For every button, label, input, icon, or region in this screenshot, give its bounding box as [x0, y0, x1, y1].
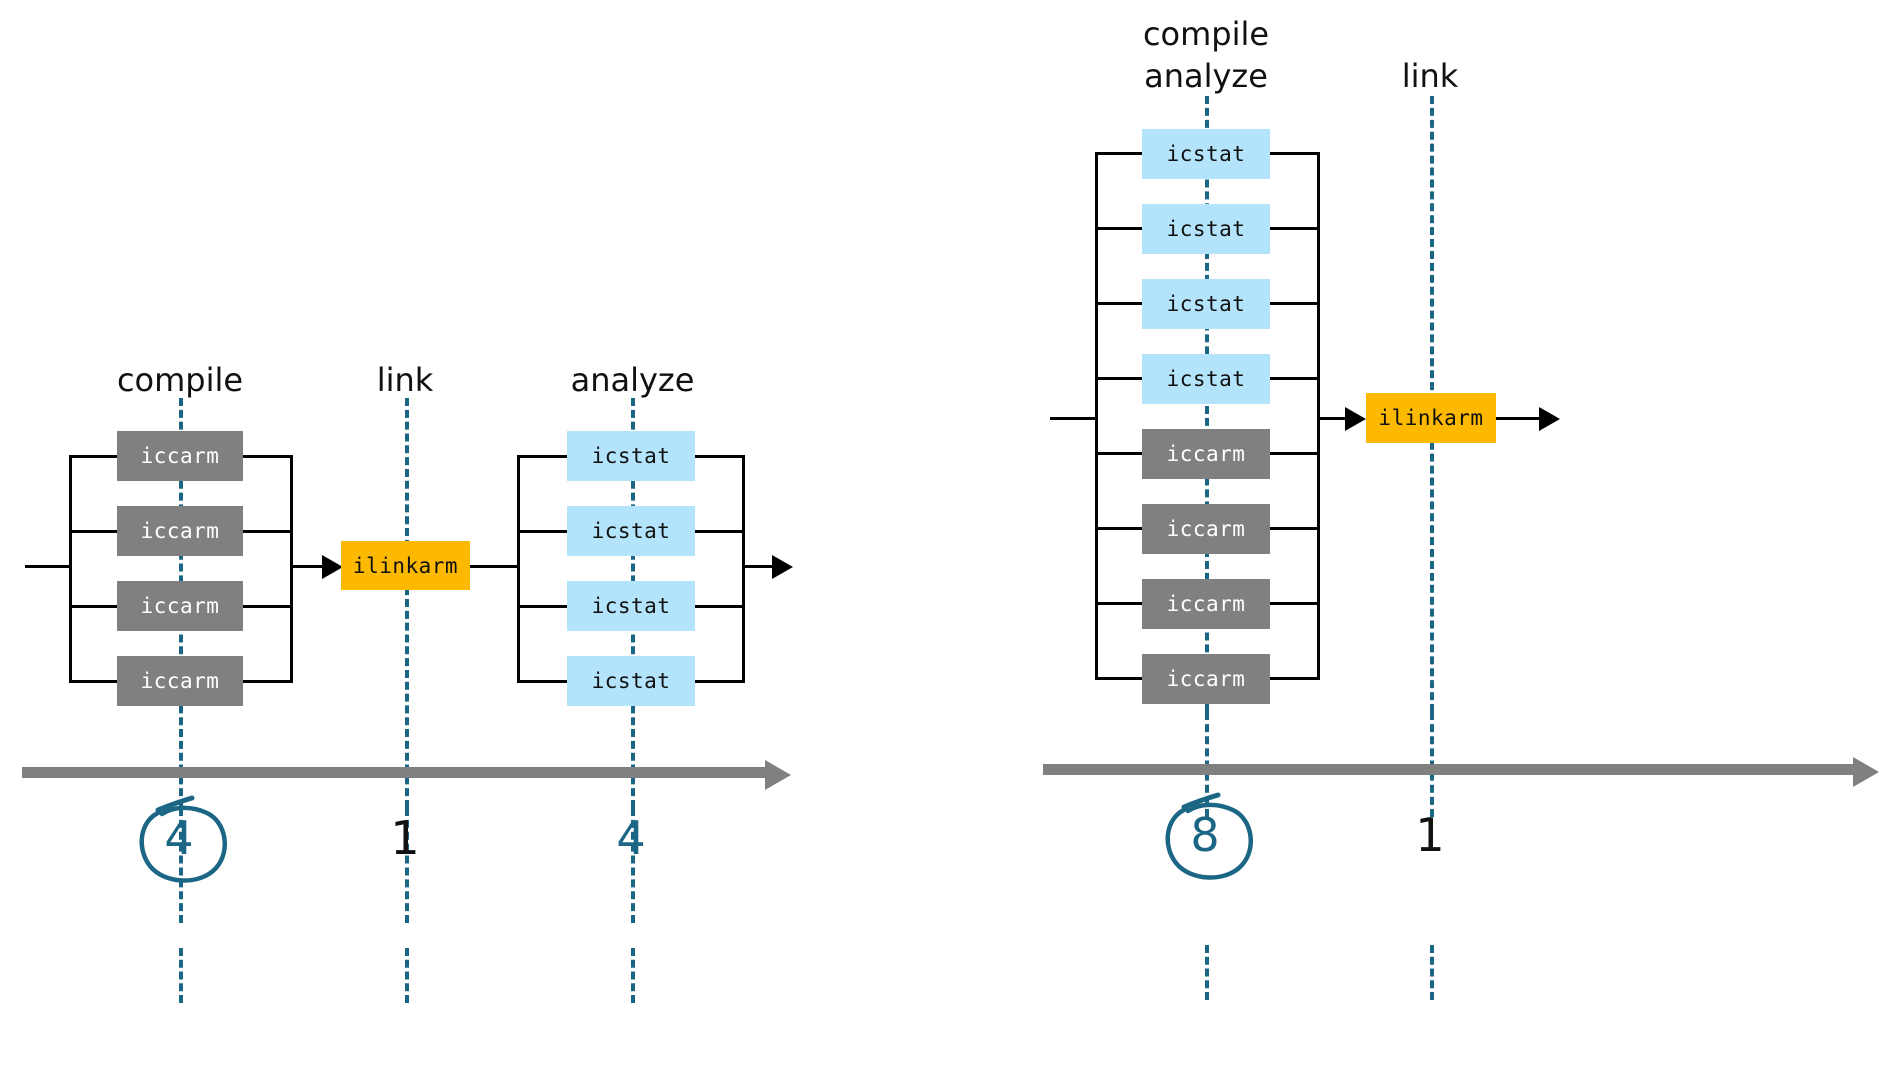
- left-analyze-branch-1: [517, 455, 590, 458]
- right-branch-8: [1095, 677, 1145, 680]
- left-output-arrow: [772, 555, 793, 579]
- left-compile-to-link-arrow: [322, 555, 343, 579]
- left-compile-to-link-line: [290, 565, 330, 568]
- right-phase-label-compile: compile: [1142, 15, 1270, 53]
- left-analyze-box-3[interactable]: icstat: [567, 581, 695, 631]
- right-join-8: [1269, 677, 1320, 680]
- right-join-4: [1269, 377, 1320, 380]
- right-join-7: [1269, 602, 1320, 605]
- left-compile-join-4: [219, 680, 293, 683]
- right-tick-link: 1: [1415, 808, 1445, 862]
- right-output-arrow: [1539, 407, 1560, 431]
- right-stage-box-7[interactable]: iccarm: [1142, 579, 1270, 629]
- left-phase-line-analyze-tail: [631, 948, 635, 1003]
- left-phase-line-analyze-lower: [631, 808, 635, 923]
- right-stage-box-5[interactable]: iccarm: [1142, 429, 1270, 479]
- left-compile-fanout-spine: [69, 455, 72, 682]
- right-stage-box-8[interactable]: iccarm: [1142, 654, 1270, 704]
- right-branch-1: [1095, 152, 1145, 155]
- left-analyze-branch-2: [517, 530, 590, 533]
- right-phase-label-link: link: [1401, 57, 1459, 95]
- left-phase-label-compile: compile: [116, 361, 244, 399]
- left-compile-branch-1: [69, 455, 141, 458]
- left-tick-analyze: 4: [616, 811, 646, 865]
- left-compile-join-1: [219, 455, 293, 458]
- right-join-3: [1269, 302, 1320, 305]
- right-join-1: [1269, 152, 1320, 155]
- left-compile-join-2: [219, 530, 293, 533]
- left-compile-join-3: [219, 605, 293, 608]
- left-analyze-join-3: [671, 605, 745, 608]
- right-timeline-arrowhead: [1853, 757, 1879, 787]
- right-stage-box-6[interactable]: iccarm: [1142, 504, 1270, 554]
- right-stage-to-link-arrow: [1345, 407, 1366, 431]
- right-branch-2: [1095, 227, 1145, 230]
- left-analyze-box-2[interactable]: icstat: [567, 506, 695, 556]
- right-input-line: [1050, 417, 1098, 420]
- left-analyze-output-line: [742, 565, 780, 568]
- right-link-box[interactable]: ilinkarm: [1366, 393, 1496, 443]
- left-compile-branch-4: [69, 680, 141, 683]
- right-stage-box-4[interactable]: icstat: [1142, 354, 1270, 404]
- right-phase-line-compile-analyze: [1205, 96, 1209, 712]
- left-compile-box-1[interactable]: iccarm: [117, 431, 243, 481]
- right-fanin-spine: [1317, 152, 1320, 679]
- left-analyze-fanin-spine: [742, 455, 745, 682]
- right-branch-7: [1095, 602, 1145, 605]
- right-link-output-line: [1496, 417, 1546, 420]
- left-analyze-join-1: [671, 455, 745, 458]
- left-compile-branch-3: [69, 605, 141, 608]
- left-compile-branch-2: [69, 530, 141, 533]
- right-phase-label-analyze: analyze: [1144, 57, 1268, 95]
- left-tick-compile: 4: [164, 811, 194, 865]
- right-stage-box-2[interactable]: icstat: [1142, 204, 1270, 254]
- right-phase-line-link-tail: [1430, 945, 1434, 1000]
- left-analyze-fanout-spine: [517, 455, 520, 682]
- left-phase-line-compile-tail: [179, 948, 183, 1003]
- left-analyze-box-4[interactable]: icstat: [567, 656, 695, 706]
- left-compile-box-4[interactable]: iccarm: [117, 656, 243, 706]
- left-phase-label-analyze: analyze: [570, 361, 695, 399]
- left-analyze-join-2: [671, 530, 745, 533]
- right-branch-4: [1095, 377, 1145, 380]
- right-branch-5: [1095, 452, 1145, 455]
- left-analyze-box-1[interactable]: icstat: [567, 431, 695, 481]
- left-tick-link: 1: [390, 811, 420, 865]
- right-join-6: [1269, 527, 1320, 530]
- right-branch-6: [1095, 527, 1145, 530]
- left-link-box[interactable]: ilinkarm: [341, 541, 470, 590]
- right-stage-box-1[interactable]: icstat: [1142, 129, 1270, 179]
- left-compile-box-3[interactable]: iccarm: [117, 581, 243, 631]
- left-phase-line-link-lower: [405, 808, 409, 923]
- right-stage-to-link-line: [1317, 417, 1353, 420]
- right-fanout-spine: [1095, 152, 1098, 679]
- left-analyze-branch-3: [517, 605, 590, 608]
- right-stage-box-3[interactable]: icstat: [1142, 279, 1270, 329]
- left-timeline-arrowhead: [765, 760, 791, 790]
- left-compile-fanin-spine: [290, 455, 293, 682]
- right-tick-compile-analyze: 8: [1190, 808, 1220, 862]
- left-phase-line-link-tail: [405, 948, 409, 1003]
- right-branch-3: [1095, 302, 1145, 305]
- left-link-to-analyze-line: [470, 565, 518, 568]
- left-compile-box-2[interactable]: iccarm: [117, 506, 243, 556]
- right-timeline-bar: [1043, 764, 1856, 775]
- left-analyze-branch-4: [517, 680, 590, 683]
- left-phase-line-link: [405, 398, 409, 808]
- right-join-2: [1269, 227, 1320, 230]
- left-timeline-bar: [22, 767, 767, 778]
- left-analyze-join-4: [671, 680, 745, 683]
- left-input-line: [25, 565, 71, 568]
- right-join-5: [1269, 452, 1320, 455]
- right-phase-line-compile-analyze-tail: [1205, 945, 1209, 1000]
- left-phase-label-link: link: [376, 361, 434, 399]
